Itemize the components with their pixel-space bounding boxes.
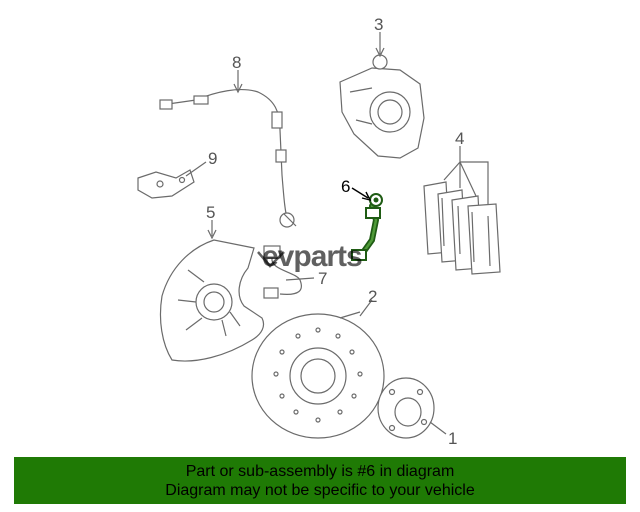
part-7-sensor-wire[interactable]: [263, 245, 302, 299]
leader-lines: [185, 32, 489, 435]
callout-8: 8: [232, 53, 241, 72]
banner-line-1: Part or sub-assembly is #6 in diagram: [185, 463, 455, 480]
banner-line-2: Diagram may not be specific to your vehi…: [165, 482, 475, 499]
callout-3: 3: [374, 15, 383, 34]
callout-labels: 1 2 3 4 5 6 7 8 9: [206, 15, 464, 448]
part-4-brake-pads[interactable]: [423, 181, 501, 275]
parts-diagram: 1 2 3 4 5 6 7 8 9 evparts: [137, 15, 501, 448]
callout-1: 1: [448, 429, 457, 448]
rotor-vent-holes: [273, 327, 363, 423]
callout-7: 7: [318, 269, 327, 288]
part-5-splash-shield[interactable]: [159, 239, 265, 362]
part-1-wheel-hub[interactable]: [377, 377, 435, 439]
watermark-text: evparts: [262, 240, 362, 273]
callout-5: 5: [206, 203, 215, 222]
part-2-brake-rotor[interactable]: [251, 311, 385, 439]
part-8-abs-sensor[interactable]: [159, 89, 297, 228]
callout-4: 4: [455, 129, 464, 148]
callout-9: 9: [208, 149, 217, 168]
part-3-caliper[interactable]: [339, 54, 425, 159]
part-6-brake-hose[interactable]: [351, 193, 383, 261]
callout-2: 2: [368, 287, 377, 306]
watermark-logo: evparts: [257, 240, 363, 273]
part-9-bracket[interactable]: [137, 169, 195, 199]
info-banner: Part or sub-assembly is #6 in diagram Di…: [14, 457, 626, 504]
callout-6: 6: [341, 177, 350, 196]
